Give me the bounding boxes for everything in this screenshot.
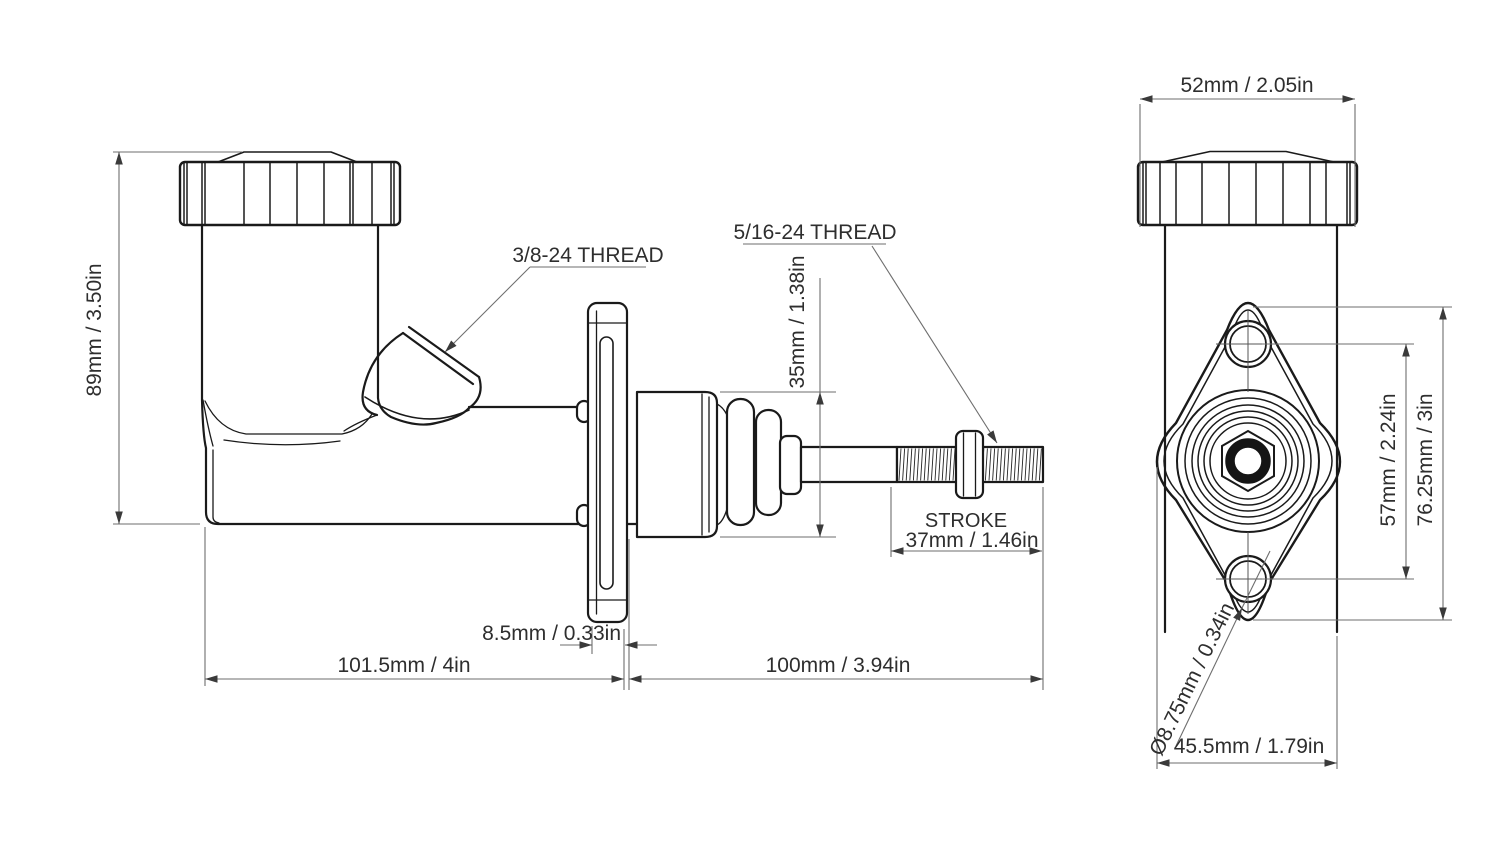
thread-line [923,448,927,481]
dimension-lines [115,95,1447,767]
rod-thread-label: 5/16-24 THREAD [733,221,896,244]
adjuster-nut [954,429,985,500]
thread-line [930,448,934,481]
push-rod [799,429,1045,500]
front-cap-top-surface [1161,150,1335,163]
flange-mount-slot [599,336,614,590]
side-extension-lines [113,151,1044,690]
front-view [1136,150,1359,634]
thread-line [920,448,924,481]
thread-line [1013,448,1017,481]
port-flare-left [361,331,405,417]
boot-transition [716,403,728,526]
port-face-rim [407,325,481,379]
thread-line [988,448,992,481]
dim-flange-width-label: 45.5mm / 1.79in [1174,735,1325,758]
cap-knurl-ribs [183,163,395,224]
front-cap [1136,150,1359,227]
thread-line [1024,448,1028,481]
dim-overall-height-label: 76.25mm / 3in [1414,393,1437,526]
thread-line [1010,448,1014,481]
thread-line [1006,448,1010,481]
reservoir-fillet-line [202,399,214,447]
boss-ring-2 [1184,397,1312,525]
dim-flange-thk-label: 8.5mm / 0.33in [482,622,621,645]
thread-line [909,448,913,481]
port-face-edge [401,331,475,386]
thread-line [905,448,909,481]
thread-line [952,448,956,481]
thread-line [1017,448,1021,481]
dim-height-label: 89mm / 3.50in [83,263,106,396]
thread-line [1035,448,1039,481]
thread-line [999,448,1003,481]
thread-line [934,448,938,481]
thread-line [945,448,949,481]
dim-rod-length-label: 100mm / 3.94in [766,654,911,677]
cap-band [178,160,402,227]
thread-line [902,448,906,481]
thread-line [1002,448,1006,481]
cap-top-surface [217,151,358,163]
boss-ring-3 [1191,404,1305,518]
port-base-fillet [343,414,378,432]
barrel-left-chamfer [212,449,220,524]
hole-dia-leader-tail [1241,550,1271,609]
reservoir-body [200,223,639,526]
rod-smooth-section [799,445,899,484]
dim-cap-width-label: 52mm / 2.05in [1180,74,1313,97]
bore-seal-ring [1225,438,1271,484]
thread-line [995,448,999,481]
thread-line [992,448,996,481]
dim-boot-label: 35mm / 1.38in [786,255,809,388]
stroke-value: 37mm / 1.46in [905,529,1038,552]
front-extension-lines [1139,104,1452,769]
boss-ring-6 [1209,422,1287,500]
front-cap-knurl-ribs [1142,163,1351,224]
reservoir-right-profile [376,223,471,426]
reservoir-inner-bottom [204,400,373,435]
dust-boot [635,390,803,539]
extension-lines [113,104,1452,769]
boss-ring-5 [1203,416,1293,506]
thread-line [1020,448,1024,481]
outlet-port [343,325,482,432]
thread-line [938,448,942,481]
center-boss [1176,389,1320,533]
thread-line [941,448,945,481]
dim-hole-spacing-label: 57mm / 2.24in [1377,393,1400,526]
outlet-thread-leader [444,266,531,353]
boss-ring-4 [1197,410,1299,512]
dim-body-length-label: 101.5mm / 4in [337,654,470,677]
thread-line [927,448,931,481]
thread-line [912,448,916,481]
reservoir-cap [178,151,402,227]
thread-line [1038,448,1042,481]
boot-retainer-cylinder [635,390,719,539]
boot-ridge-1 [725,397,756,527]
thread-line [948,448,952,481]
port-flare-right [467,375,482,410]
rod-thread-leader [871,245,998,444]
outlet-thread-label: 3/8-24 THREAD [512,244,663,267]
reservoir-inner-bottom-2 [223,439,341,446]
hole-dia-leader [1175,607,1243,747]
thread-line [898,448,902,481]
mounting-flange-side [575,301,629,624]
thread-line [984,448,988,481]
stroke-label: STROKE [925,510,1007,532]
port-base-curve [364,396,470,420]
flange-plate [586,301,629,624]
front-cap-band [1136,160,1359,227]
thread-line [1031,448,1035,481]
thread-line [1028,448,1032,481]
reservoir-left-profile [200,223,639,526]
side-view [178,151,1045,624]
thread-line [916,448,920,481]
boot-end-collar [778,434,803,496]
leader-lines [444,243,1271,747]
boot-ridge-2 [754,408,783,517]
